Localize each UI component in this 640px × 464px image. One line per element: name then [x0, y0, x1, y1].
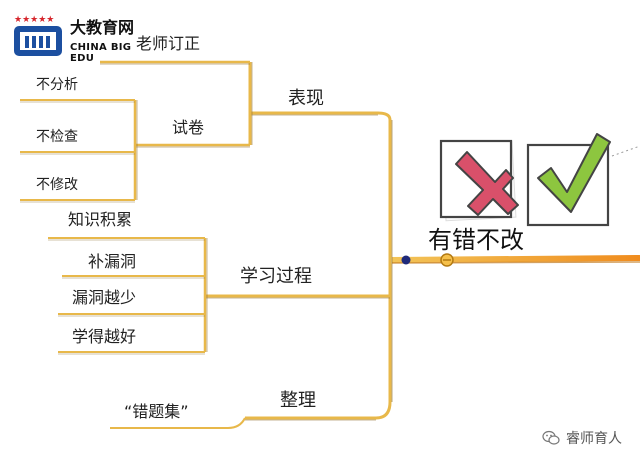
cuotiji-line: [110, 417, 246, 429]
svg-text:★★★★★: ★★★★★: [14, 15, 54, 25]
shijuan-label: 试卷: [172, 118, 205, 137]
main-branch-shadow: [391, 261, 640, 264]
site-logo: ★★★★★ 大教育网 CHINA BIG EDU: [8, 12, 158, 64]
xuexi-label: 学习过程: [240, 266, 312, 287]
check-icon: [526, 133, 611, 227]
xuexi-item-3: 漏洞越少: [72, 288, 137, 307]
biaoxian-label: 表现: [288, 88, 324, 109]
teacher-correct-label: 老师订正: [136, 34, 201, 53]
zhengli-label: 整理: [280, 390, 316, 411]
spine-node-dot: [401, 255, 411, 265]
xuexi-item-4: 学得越好: [72, 327, 137, 346]
dashed-connector: [611, 145, 640, 157]
logo-subtitle: CHINA BIG EDU: [70, 42, 132, 64]
wechat-icon: [542, 430, 560, 445]
biaoxian-branch-line: [250, 111, 392, 121]
watermark: 睿师育人: [542, 428, 622, 448]
shijuan-item-2: 不检查: [36, 129, 78, 145]
shijuan-item-1: 不分析: [36, 77, 78, 93]
logo-title: 大教育网: [70, 18, 135, 37]
logo-emblem-icon: ★★★★★: [14, 15, 62, 56]
main-branch-line: [391, 255, 640, 263]
xuexi-item-1: 知识积累: [68, 210, 133, 229]
watermark-text: 睿师育人: [566, 431, 622, 447]
shijuan-item-3: 不修改: [36, 177, 78, 193]
xuexi-item-2: 补漏洞: [88, 252, 137, 271]
zhengli-branch-line: [245, 401, 392, 420]
cross-icon: [439, 139, 519, 222]
center-topic-label: 有错不改: [428, 226, 524, 254]
cuotiji-label: “错题集”: [124, 402, 189, 421]
